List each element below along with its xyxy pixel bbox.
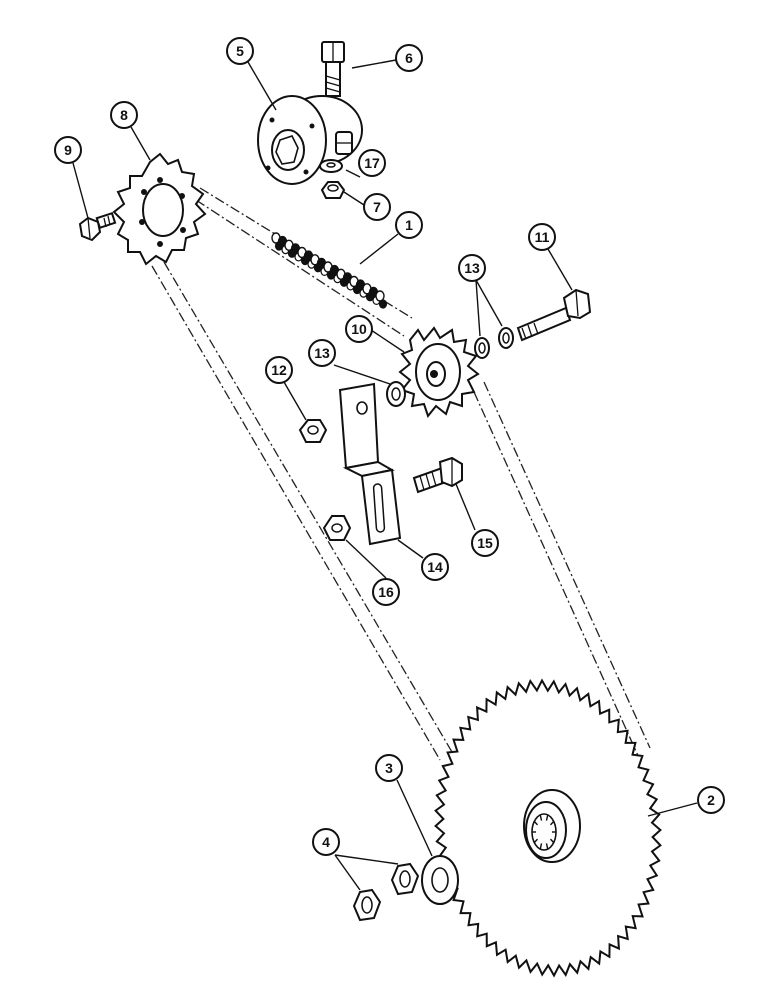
callout-13-right: 13 [458,254,486,282]
svg-text:6: 6 [405,50,413,66]
svg-text:1: 1 [405,217,413,233]
callout-17: 17 [358,149,386,177]
svg-text:8: 8 [120,107,128,123]
spline-tooth [533,838,539,844]
callout-13-left: 13 [308,339,336,367]
spline-teeth [532,814,556,850]
spline-tooth [545,814,549,821]
leader-lines [72,59,698,891]
svg-text:14: 14 [427,559,443,575]
callout-11: 11 [528,223,556,251]
bolt-part-11 [516,288,592,342]
spline-tooth [549,838,555,844]
spline-tooth [545,843,549,850]
callout-5: 5 [226,37,254,65]
chain-part-1 [271,232,388,309]
large-sprocket-part-2 [434,678,662,978]
washer-part-13-left [386,381,406,407]
nut-part-16 [322,515,352,541]
callout-8: 8 [110,101,138,129]
washer-part-17 [319,159,343,173]
callout-16: 16 [372,578,400,606]
bolt-part-9 [78,211,117,242]
callout-1: 1 [395,211,423,239]
svg-text:5: 5 [236,43,244,59]
bracket-part-14 [338,382,402,546]
callout-3: 3 [375,754,403,782]
small-sprocket-part-8 [112,152,207,266]
svg-text:2: 2 [707,792,715,808]
washer-part-3 [421,855,459,905]
nut-part-12 [298,419,328,443]
callout-9: 9 [54,136,82,164]
spline-tooth [539,843,543,850]
bolt-part-15 [412,456,463,494]
callout-2: 2 [697,786,725,814]
svg-text:9: 9 [64,142,72,158]
svg-text:7: 7 [373,199,381,215]
svg-text:13: 13 [464,260,480,276]
spline-tooth [533,820,539,826]
callout-15: 15 [471,529,499,557]
svg-text:3: 3 [385,760,393,776]
bolt-part-6 [321,41,345,97]
washers-part-13-right [474,327,514,359]
svg-text:4: 4 [322,834,330,850]
chain-link [378,299,388,309]
callout-14: 14 [421,553,449,581]
nut-part-7 [320,181,346,199]
svg-text:16: 16 [378,584,394,600]
callout-10: 10 [345,315,373,343]
spline-tooth [549,820,555,826]
svg-text:13: 13 [314,345,330,361]
nuts-part-4 [352,862,420,922]
svg-text:10: 10 [351,321,367,337]
svg-text:15: 15 [477,535,493,551]
callout-12: 12 [265,356,293,384]
chain-path-lines [151,187,651,761]
svg-text:11: 11 [535,229,550,245]
callout-7: 7 [363,193,391,221]
callout-6: 6 [395,44,423,72]
svg-text:12: 12 [271,362,287,378]
callout-4: 4 [312,828,340,856]
spline-tooth [539,814,543,821]
callouts: 1 2 3 4 5 6 7 8 9 10 11 12 13 13 14 15 1… [54,37,725,856]
svg-text:17: 17 [364,155,380,171]
idler-sprocket-part-10 [398,326,480,419]
hub-part-5 [257,95,363,185]
